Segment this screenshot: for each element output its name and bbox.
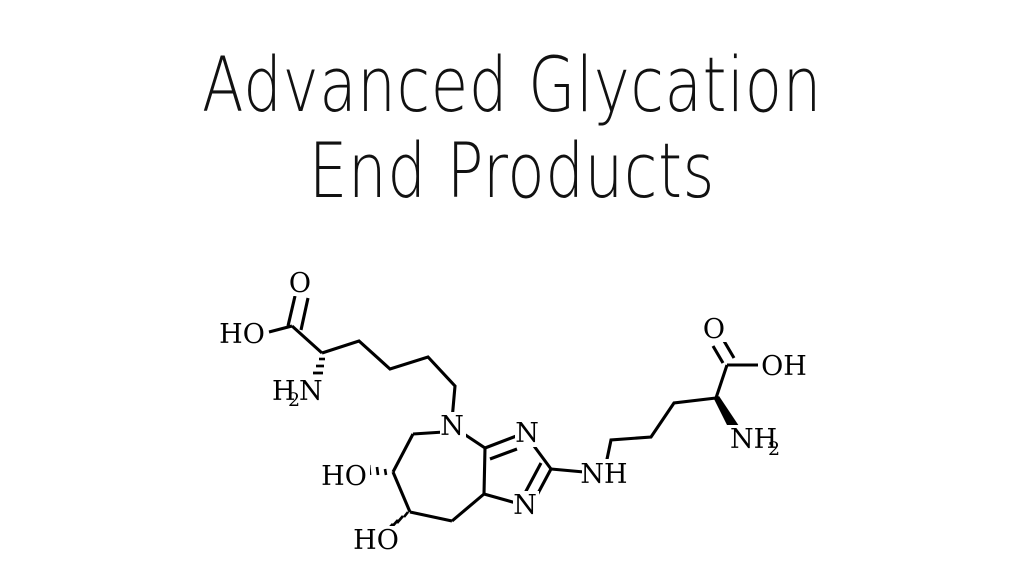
- svg-text:N: N: [299, 376, 323, 407]
- bond-carboxyl-to-alpha-left: [290, 324, 324, 355]
- bond-carbonyl-left: [286, 295, 310, 331]
- svg-text:O: O: [289, 268, 311, 299]
- svg-text:H: H: [272, 376, 296, 407]
- label-hydroxyl-left: HO: [216, 319, 268, 350]
- svg-text:OH: OH: [761, 351, 807, 382]
- label-amine-right: NH 2: [726, 424, 792, 460]
- page-title: Advanced Glycation End Products: [0, 42, 1024, 214]
- label-hydroxyl-ring-upper: HO: [318, 461, 370, 492]
- svg-text:NH: NH: [730, 424, 777, 455]
- svg-text:NH: NH: [580, 459, 627, 490]
- svg-text:O: O: [703, 314, 725, 345]
- label-imidazole-nitrogen-top: N: [515, 418, 541, 449]
- svg-text:N: N: [440, 411, 464, 442]
- label-carboxyl-oxygen-left: O: [288, 268, 313, 299]
- label-imidazole-nitrogen-bottom: N: [513, 490, 539, 521]
- bond-ring-n-to-ch2: [412, 430, 445, 436]
- label-amine-left: H 2 N: [266, 376, 330, 411]
- bond-c2-to-bridge-nh: [550, 467, 585, 474]
- bond-choh-lower-to-ch2: [409, 510, 453, 523]
- svg-text:HO: HO: [321, 461, 367, 492]
- bond-ho-to-carbonyl-left: [268, 324, 293, 334]
- bond-chain-left-lysine: [321, 339, 457, 421]
- bond-imidazole-nbottom-to-fusion: [483, 492, 517, 505]
- bond-chain-right-ornithine: [604, 396, 717, 465]
- label-hydroxyl-ring-lower: HO: [350, 525, 402, 556]
- bond-carbonyl-right: [711, 340, 736, 364]
- label-hydroxyl-right: OH: [758, 351, 810, 382]
- bond-imidazole-cn-double-top: [484, 433, 520, 461]
- title-line-2: End Products: [308, 126, 716, 215]
- bond-alpha-to-carboxyl-right: [714, 364, 729, 399]
- svg-text:N: N: [515, 418, 539, 449]
- bond-ch2-to-choh-upper: [391, 433, 415, 473]
- svg-text:HO: HO: [219, 319, 265, 350]
- svg-text:N: N: [513, 490, 537, 521]
- label-bridge-amine: NH: [580, 459, 628, 490]
- title-line-1: Advanced Glycation: [202, 40, 822, 129]
- bond-ring-fusion-edge: [482, 447, 487, 495]
- bond-ch2-to-fusion-bottom: [451, 492, 485, 523]
- svg-text:2: 2: [288, 389, 300, 411]
- bond-imidazole-ntop-to-c2: [532, 445, 553, 470]
- svg-text:2: 2: [768, 438, 780, 460]
- label-ring-nitrogen: N: [440, 411, 466, 442]
- svg-text:HO: HO: [353, 525, 399, 556]
- bond-choh-upper-to-lower: [391, 471, 412, 513]
- label-carboxyl-oxygen-right: O: [702, 314, 727, 345]
- solid-wedge-amine-right: [714, 396, 741, 433]
